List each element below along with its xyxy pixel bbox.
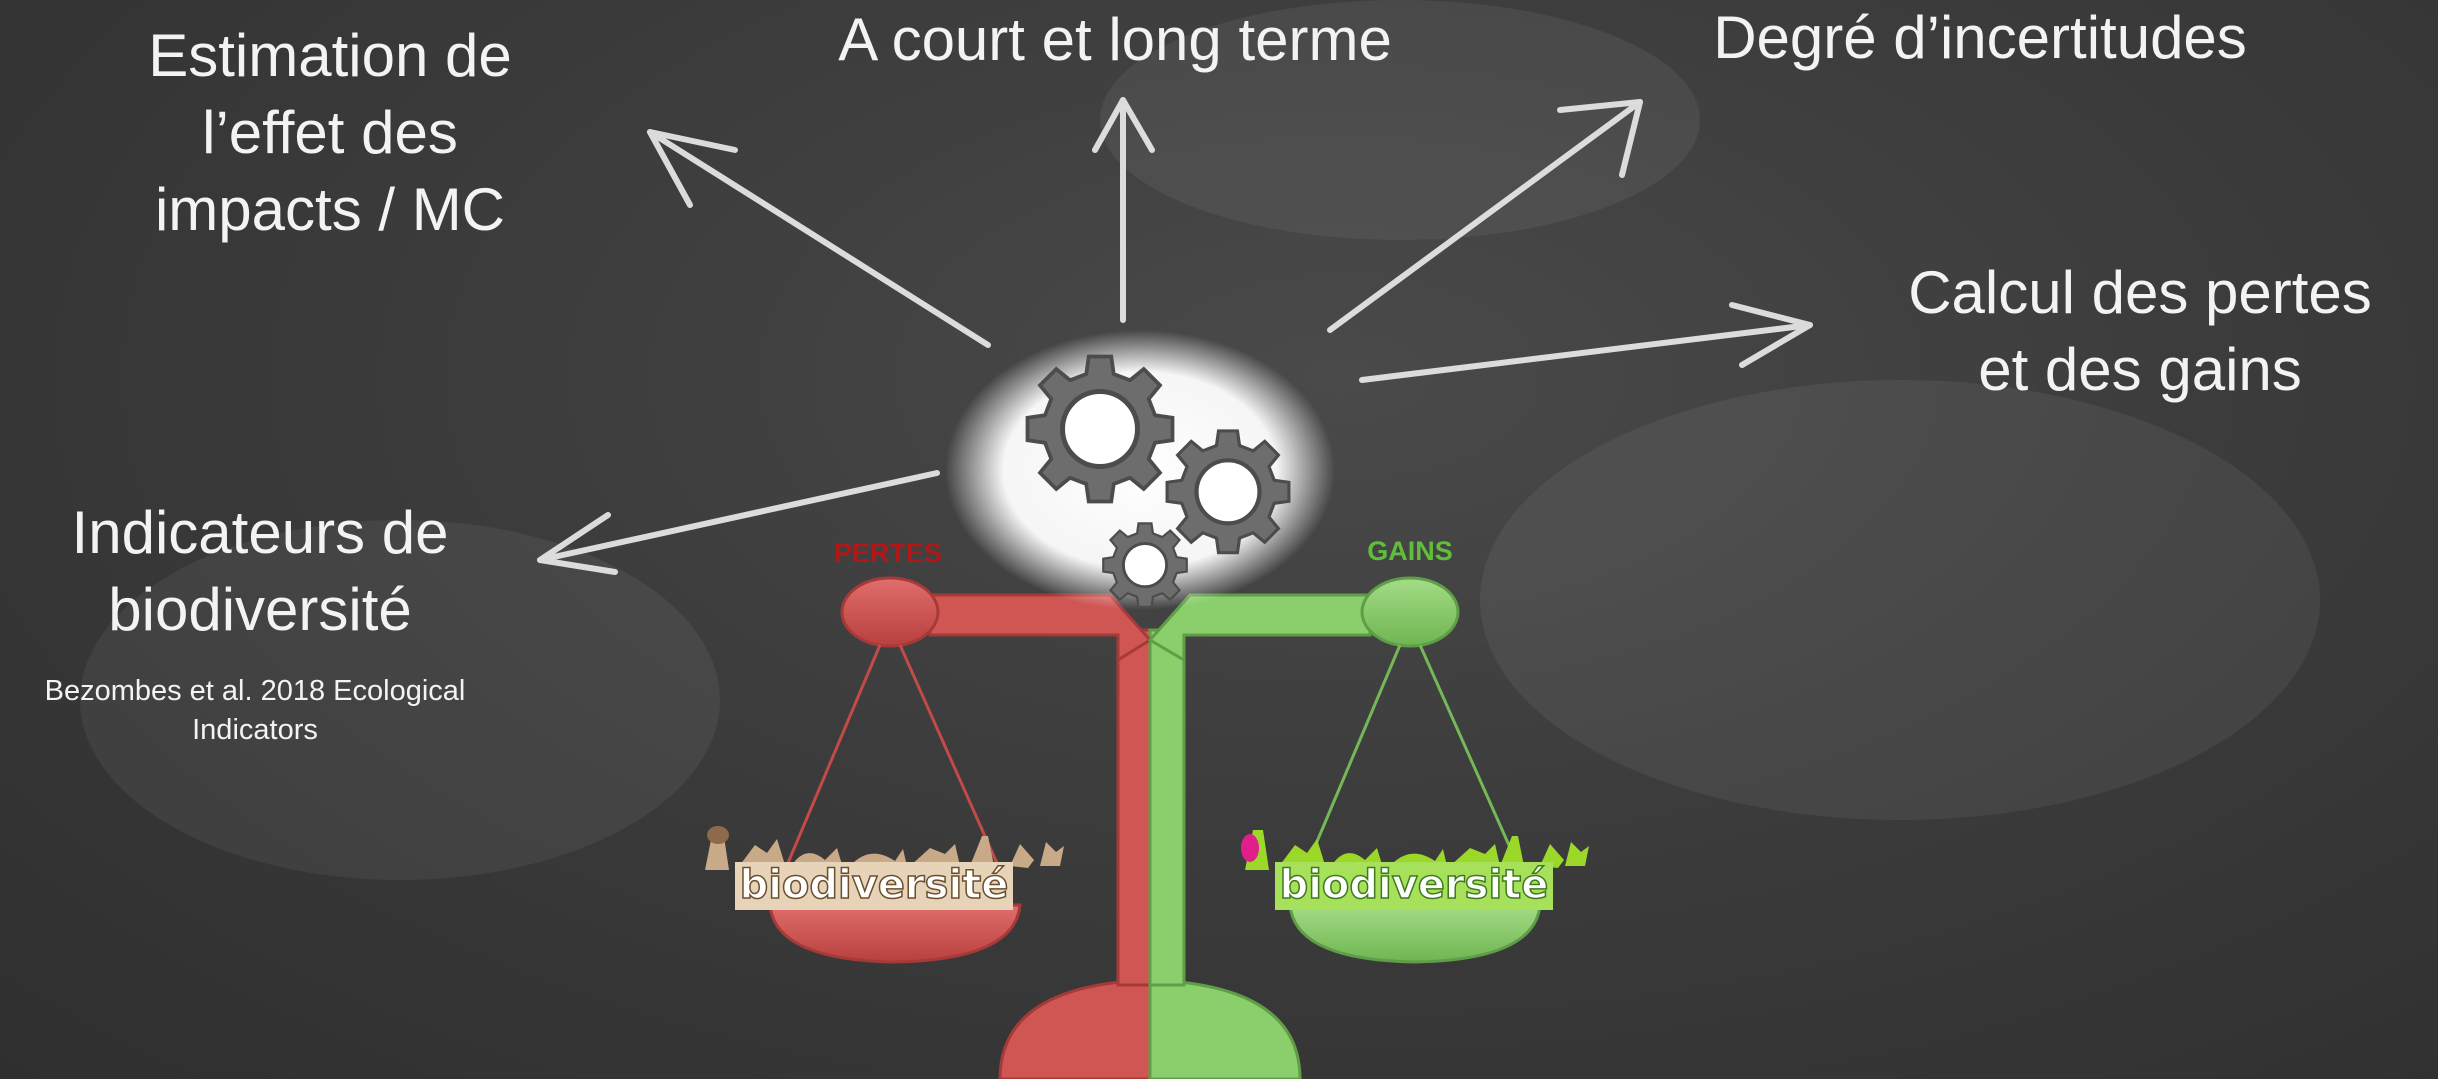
- arrow-estimation: [647, 129, 991, 348]
- balance-pillar-right: [1148, 628, 1186, 987]
- balance-base-right: [1148, 978, 1302, 1079]
- title-pertes: PERTES: [834, 538, 942, 568]
- title-gains: GAINS: [1367, 536, 1453, 566]
- label-indicateurs-line1: Indicateurs de: [71, 499, 449, 566]
- label-calcul-line1: Calcul des pertes: [1908, 259, 2372, 326]
- arrow-indicateurs: [537, 470, 940, 575]
- balance-knob-left: [840, 576, 940, 648]
- balance-scale: biodiversité biodiversité PERTES GAINS: [705, 536, 1589, 1079]
- word-box-gains: [1275, 862, 1553, 910]
- label-indicateurs: Indicateurs de biodiversité: [20, 495, 500, 649]
- gear-large-icon: [1028, 357, 1173, 502]
- species-silhouettes-pertes: [705, 826, 1064, 870]
- gears-cluster: [945, 330, 1335, 610]
- citation: Bezombes et al. 2018 Ecological Indicato…: [0, 672, 510, 750]
- label-estimation-line3: impacts / MC: [154, 175, 506, 243]
- label-terme-text: A court et long terme: [838, 6, 1392, 73]
- pan-pertes: [768, 903, 1022, 964]
- gear-small-icon: [1101, 521, 1189, 609]
- label-indicateurs-line2: biodiversité: [108, 575, 412, 643]
- pan-gains: [1288, 903, 1542, 964]
- label-calcul-line2: et des gains: [1978, 335, 2302, 403]
- label-incertitudes-text: Degré d’incertitudes: [1713, 4, 2247, 71]
- chalk-smudges: [80, 0, 2320, 880]
- label-estimation: Estimation de l’effet des impacts / MC: [80, 18, 580, 248]
- arrow-incertitudes: [1327, 99, 1643, 333]
- label-incertitudes: Degré d’incertitudes: [1640, 0, 2320, 77]
- label-calcul: Calcul des pertes et des gains: [1860, 255, 2420, 409]
- citation-line2: Indicators: [192, 714, 318, 747]
- arrow-calcul: [1359, 302, 1813, 383]
- arrow-terme: [1092, 97, 1155, 323]
- gear-medium-icon: [1167, 431, 1289, 553]
- balance-pillar-left: [1116, 628, 1152, 987]
- citation-line1: Bezombes et al. 2018 Ecological: [44, 675, 466, 707]
- word-box-pertes: [735, 862, 1013, 910]
- word-pertes: biodiversité: [740, 862, 1009, 908]
- label-estimation-line2: l’effet des: [202, 98, 458, 166]
- balance-knob-right: [1360, 576, 1460, 648]
- label-estimation-line1: Estimation de: [148, 22, 512, 89]
- label-terme: A court et long terme: [760, 2, 1470, 79]
- word-gains: biodiversité: [1280, 862, 1549, 908]
- balance-base-left: [998, 978, 1152, 1079]
